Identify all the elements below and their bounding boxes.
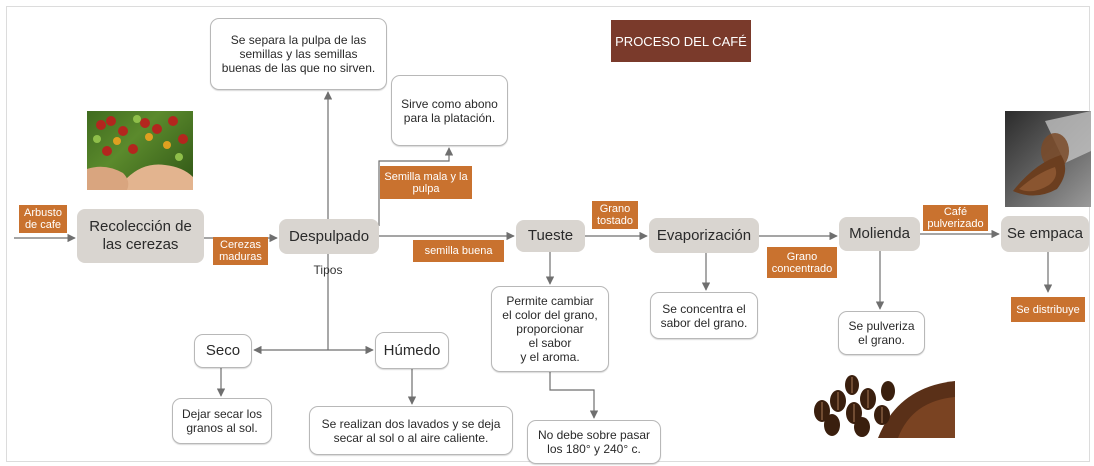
tag-semilla-mala: Semilla mala y la pulpa <box>380 166 472 199</box>
diagram-title: PROCESO DEL CAFÉ <box>611 20 751 62</box>
note-concentra: Se concentra el sabor del grano. <box>650 292 758 339</box>
note-humedo: Se realizan dos lavados y se deja secar … <box>309 406 513 455</box>
step-evaporizacion: Evaporización <box>649 218 759 253</box>
step-recoleccion: Recolección de las cerezas <box>77 209 204 263</box>
tag-cafe-pulverizado: Café pulverizado <box>923 205 988 231</box>
type-humedo: Húmedo <box>375 332 449 369</box>
step-molienda: Molienda <box>839 217 920 251</box>
note-tueste: Permite cambiar el color del grano, prop… <box>491 286 609 372</box>
step-despulpado: Despulpado <box>279 219 379 254</box>
note-pulveriza: Se pulveriza el grano. <box>838 311 925 355</box>
arrow-despulpado-abono <box>378 147 454 226</box>
coffee-jar-photo <box>1005 111 1091 207</box>
tag-distribuye: Se distribuye <box>1011 297 1085 322</box>
tag-arbusto: Arbusto de cafe <box>19 205 67 233</box>
coffee-cherries-photo <box>87 111 193 190</box>
coffee-beans-photo <box>808 361 955 438</box>
tipos-label: Tipos <box>313 263 343 277</box>
note-temperatura: No debe sobre pasar los 180° y 240° c. <box>527 420 661 464</box>
note-abono: Sirve como abono para la platación. <box>391 75 508 146</box>
tag-semilla-buena: semilla buena <box>413 240 504 262</box>
step-tueste: Tueste <box>516 220 585 252</box>
arrow-tueste-temperatura <box>549 372 599 419</box>
note-pulpa: Se separa la pulpa de las semillas y las… <box>210 18 387 90</box>
tag-grano-concentrado: Grano concentrado <box>767 247 837 278</box>
note-seco: Dejar secar los granos al sol. <box>172 398 272 444</box>
step-empaca: Se empaca <box>1001 216 1089 252</box>
tag-cerezas: Cerezas maduras <box>213 237 268 265</box>
tag-grano-tostado: Grano tostado <box>592 201 638 229</box>
type-seco: Seco <box>194 334 252 368</box>
